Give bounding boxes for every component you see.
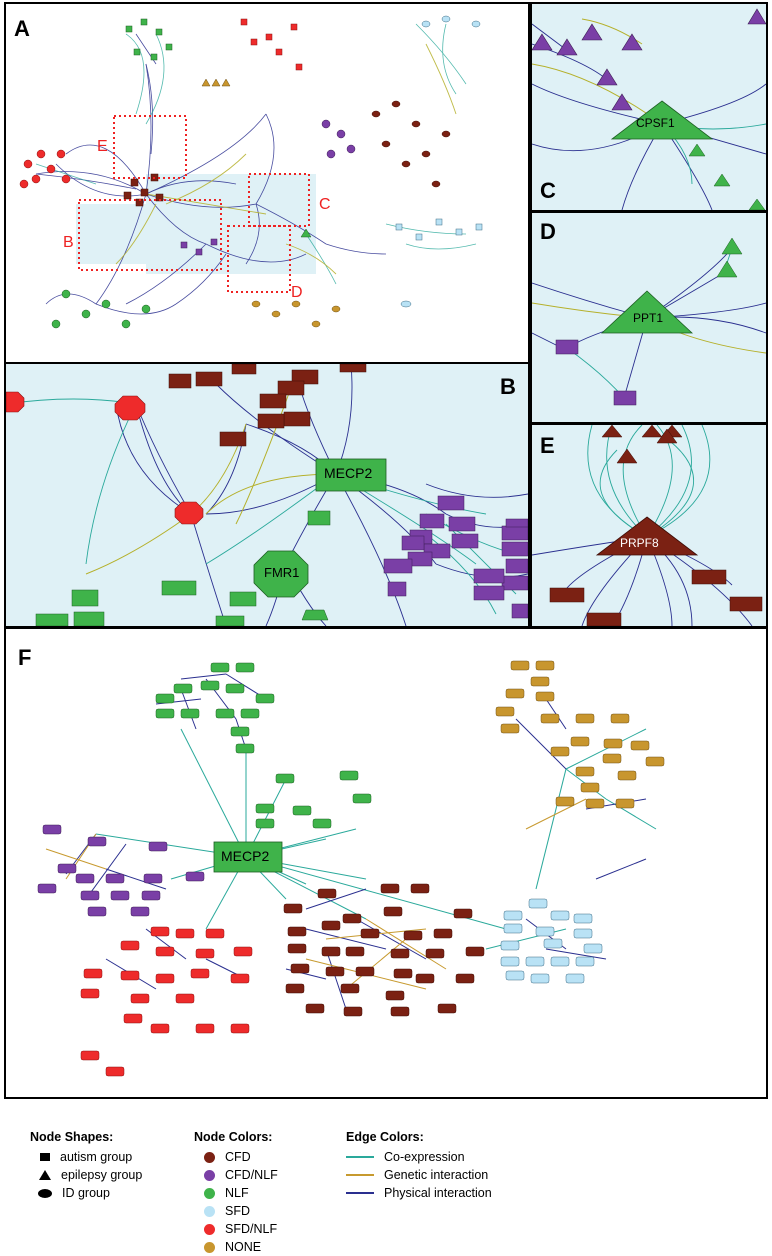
triangle-shape-icon xyxy=(39,1170,51,1180)
mecp2-label-b: MECP2 xyxy=(324,465,373,481)
ppt1-label: PPT1 xyxy=(633,311,664,325)
panel-f-network xyxy=(37,660,665,1077)
legend-shape-item: ID group xyxy=(30,1184,190,1202)
panel-e: PRPF8 E xyxy=(530,423,768,628)
sfd-color-swatch xyxy=(204,1205,215,1217)
panel-c-network xyxy=(532,8,766,210)
panel-a-network xyxy=(19,15,483,329)
mecp2-label-f: MECP2 xyxy=(221,848,270,864)
panel-a: A E B C D xyxy=(4,2,530,364)
mecp2-node-f xyxy=(213,841,283,873)
panel-c: CPSF1 C xyxy=(530,2,768,212)
legend-node-colors: Node Colors: CFD CFD/NLF NLF SFD SFD/NLF… xyxy=(194,1130,334,1256)
panel-b-label: B xyxy=(500,374,516,399)
cfd-nlf-color-swatch xyxy=(204,1169,215,1181)
panel-b-network xyxy=(6,364,528,626)
cfd-color-swatch xyxy=(204,1151,215,1163)
legend-shape-item: epilepsy group xyxy=(30,1166,190,1184)
panel-a-label: A xyxy=(14,16,30,41)
legend-colors-title: Node Colors: xyxy=(194,1130,273,1144)
genetic-interaction-line-swatch xyxy=(346,1174,374,1176)
legend-edge-colors: Edge Colors: Co-expression Genetic inter… xyxy=(346,1130,536,1202)
panel-f-label: F xyxy=(18,645,32,670)
panel-c-label: C xyxy=(540,178,556,203)
mecp2-node-b xyxy=(315,458,387,492)
co-expression-line-swatch xyxy=(346,1156,374,1158)
ppt1-node xyxy=(600,290,694,334)
prpf8-node xyxy=(595,516,699,556)
cpsf1-node xyxy=(610,100,714,140)
sfd-nlf-color-swatch xyxy=(204,1223,215,1235)
fmr1-node xyxy=(253,550,309,598)
region-d-label: D xyxy=(291,284,303,301)
legend-node-shapes: Node Shapes: autism group epilepsy group… xyxy=(30,1130,190,1202)
prpf8-label: PRPF8 xyxy=(620,536,659,550)
region-e-box xyxy=(113,115,187,179)
physical-interaction-line-swatch xyxy=(346,1192,374,1194)
none-color-swatch xyxy=(204,1241,215,1253)
panel-d-network xyxy=(532,237,766,406)
region-c-label: C xyxy=(319,196,331,213)
panel-e-label: E xyxy=(540,433,555,458)
panel-f: MECP2 F xyxy=(4,627,768,1099)
panel-d-label: D xyxy=(540,219,556,244)
region-b-label: B xyxy=(63,234,74,251)
panel-e-network xyxy=(532,425,763,626)
nlf-color-swatch xyxy=(204,1187,215,1199)
region-b-box xyxy=(78,199,222,271)
legend-shape-item: autism group xyxy=(30,1148,190,1166)
ellipse-shape-icon xyxy=(38,1188,52,1198)
legend-shapes-title: Node Shapes: xyxy=(30,1130,114,1144)
square-shape-icon xyxy=(40,1153,50,1161)
region-d-box xyxy=(227,225,291,293)
legend-edges-title: Edge Colors: xyxy=(346,1130,424,1144)
cpsf1-label: CPSF1 xyxy=(636,116,675,130)
panel-d: PPT1 D xyxy=(530,211,768,424)
fmr1-label: FMR1 xyxy=(264,565,300,580)
panel-b: MECP2 FMR1 B xyxy=(4,362,530,628)
region-e-label: E xyxy=(97,138,108,155)
